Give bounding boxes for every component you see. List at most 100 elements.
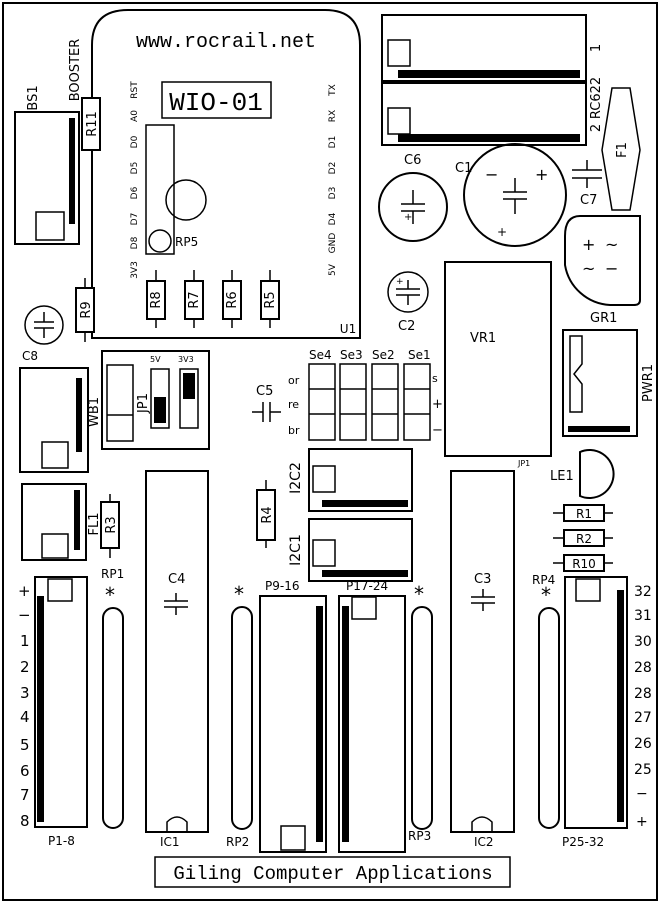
p25-32-connector xyxy=(564,576,628,829)
wio-right-pin: RX xyxy=(328,110,338,122)
pwr1-label: PWR1 xyxy=(641,364,656,402)
se-plus-label: + xyxy=(432,397,443,412)
gr1-label: GR1 xyxy=(590,311,617,326)
c3-label: C3 xyxy=(474,572,491,587)
se4-header xyxy=(308,363,336,441)
jp1-block xyxy=(101,350,210,450)
r6-label: R6 xyxy=(225,291,240,308)
rp5-large-circle xyxy=(165,179,207,221)
wio-left-pin: 3V3 xyxy=(130,261,140,279)
gr1-minus: − xyxy=(605,259,618,278)
c1-capacitor xyxy=(463,143,567,247)
se-minus-label: − xyxy=(432,423,443,438)
r1-label: R1 xyxy=(576,507,592,521)
se2-header xyxy=(371,363,399,441)
gr1-plus: + xyxy=(582,235,595,254)
se-s-label: s xyxy=(432,372,438,385)
jp1-header-3v3 xyxy=(179,368,199,429)
right-pin-label: 31 xyxy=(634,608,652,624)
vr1-label: VR1 xyxy=(470,331,496,346)
wio-right-pin: TX xyxy=(328,84,338,97)
rp5-adjust-circle xyxy=(148,229,172,253)
r8-label: R8 xyxy=(149,291,164,308)
wio-left-pin: D7 xyxy=(130,213,140,226)
p17-24-connector xyxy=(338,595,406,853)
gr1-tilde-2: ~ xyxy=(582,259,595,278)
ic1-socket xyxy=(145,470,209,833)
right-pin-label: − xyxy=(636,786,648,802)
jp1-5v-label: 5V xyxy=(150,355,161,364)
r11-resistor xyxy=(81,97,101,151)
rp4-star: * xyxy=(541,583,551,607)
fl1-connector xyxy=(21,483,87,561)
r3-resistor xyxy=(100,501,120,549)
rp2-label: RP2 xyxy=(226,835,249,849)
rp1-label: RP1 xyxy=(101,567,124,581)
resistor-r2: R2 xyxy=(553,529,613,547)
c8-capacitor xyxy=(24,305,64,345)
booster-label: BOOSTER xyxy=(68,39,83,102)
jp1-3v3-label: 3V3 xyxy=(178,355,194,364)
r11-label: R11 xyxy=(85,111,100,137)
right-pin-label: 32 xyxy=(634,584,652,600)
svg-text:+: + xyxy=(396,277,404,287)
footer-text: Giling Computer Applications xyxy=(173,863,492,885)
f1-fuse xyxy=(601,87,641,211)
p1-8-label: P1-8 xyxy=(48,834,75,848)
r3-label: R3 xyxy=(104,516,119,533)
jp1-jumper-5v xyxy=(154,397,166,423)
r4-label: R4 xyxy=(260,506,275,523)
i2c1-label: I2C1 xyxy=(288,534,304,566)
se-br-label: br xyxy=(288,424,300,437)
right-pin-label: + xyxy=(636,814,648,830)
right-pin-label: 25 xyxy=(634,762,652,778)
rp1-star: * xyxy=(105,583,115,607)
right-pin-label: 27 xyxy=(634,710,652,726)
bs1-label: BS1 xyxy=(26,85,41,110)
r4-resistor xyxy=(256,489,276,541)
c4-label: C4 xyxy=(168,572,185,587)
pwr1-connector xyxy=(562,329,638,437)
se-re-label: re xyxy=(288,398,299,411)
wb1-connector xyxy=(19,367,89,473)
r9-label: R9 xyxy=(79,301,94,318)
wio-left-pin: RST xyxy=(130,81,140,99)
c2-capacitor xyxy=(387,271,429,313)
right-pin-label: 26 xyxy=(634,736,652,752)
gr1-bridge xyxy=(564,215,641,306)
left-pin-label: 4 xyxy=(20,708,30,726)
wio-left-pin: A0 xyxy=(130,110,140,122)
left-pin-labels: + − 1 2 3 4 5 6 7 8 xyxy=(18,582,31,830)
rp2-star: * xyxy=(234,582,244,606)
svg-text:+: + xyxy=(535,165,548,184)
c5-label: C5 xyxy=(256,384,273,399)
p17-24-label: P17-24 xyxy=(346,579,388,593)
c7-label: C7 xyxy=(580,193,597,208)
p9-16-label: P9-16 xyxy=(265,579,299,593)
rp5-label: RP5 xyxy=(175,235,198,249)
i2c2-connector xyxy=(308,448,413,512)
jp1-jumper-3v3 xyxy=(183,373,195,399)
left-pin-label: − xyxy=(18,606,31,624)
footer-box xyxy=(154,856,511,888)
wio-ref: U1 xyxy=(340,322,356,336)
svg-text:+: + xyxy=(404,212,412,223)
le1-led xyxy=(579,449,615,499)
se1-header xyxy=(403,363,431,441)
se2-label: Se2 xyxy=(372,348,395,362)
wio-name: WIO-01 xyxy=(169,88,263,118)
le1-label: LE1 xyxy=(550,469,574,484)
rp3-star: * xyxy=(414,582,424,606)
wio-right-pin-labels: TX RX D1 D2 D3 D4 GND 5V xyxy=(328,84,338,276)
left-pin-label: 7 xyxy=(20,786,30,804)
wio-right-pin: D1 xyxy=(328,136,338,149)
gr1-tilde-1: ~ xyxy=(605,235,618,254)
left-pin-label: 2 xyxy=(20,658,30,676)
p9-16-connector xyxy=(259,595,327,853)
jp1-header-5v xyxy=(150,368,170,429)
r9-resistor xyxy=(75,287,95,333)
rp1-resistor-pack xyxy=(102,607,124,829)
resistor-r10: R10 xyxy=(553,554,613,572)
c8-label: C8 xyxy=(22,349,38,363)
wio-left-pin: D5 xyxy=(130,162,140,175)
